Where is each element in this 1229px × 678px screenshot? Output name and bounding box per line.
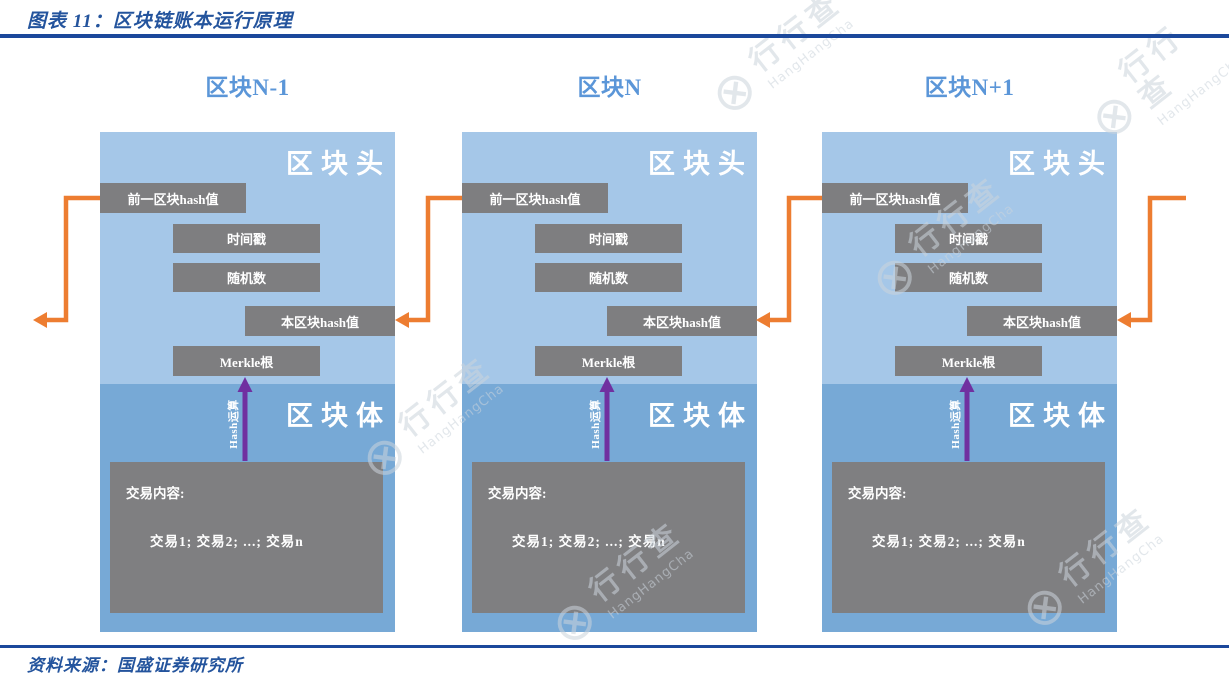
hash-operation-label: Hash运算 — [590, 399, 602, 449]
block-header-area — [462, 132, 757, 384]
nonce-box: 随机数 — [173, 263, 320, 292]
block-header-area — [100, 132, 395, 384]
hash-operation-label: Hash运算 — [950, 399, 962, 449]
chain-arrow-n1-to-n — [770, 195, 822, 323]
block-body-label: 区块体 — [648, 401, 753, 431]
block-body-label: 区块体 — [286, 401, 391, 431]
merkle-root-box: Merkle根 — [173, 346, 320, 376]
arrowhead-icon — [1117, 312, 1131, 328]
arrowhead-left-icon — [33, 312, 47, 328]
watermark-text-en: HangHangCha — [1155, 52, 1229, 130]
block-title-n-plus-1: 区块N+1 — [924, 75, 1015, 100]
prev-hash-box: 前一区块hash值 — [822, 183, 968, 213]
block-n-1: 区块头 前一区块hash值 时间戳 随机数 本区块hash值 Merkle根 区… — [100, 132, 395, 632]
block-n: 区块头 前一区块hash值 时间戳 随机数 本区块hash值 Merkle根 区… — [462, 132, 757, 632]
nonce-box: 随机数 — [535, 263, 682, 292]
arrowhead-icon — [756, 312, 770, 328]
self-hash-box: 本区块hash值 — [607, 306, 757, 336]
block-n-plus-1: 区块头 前一区块hash值 时间戳 随机数 本区块hash值 Merkle根 区… — [822, 132, 1117, 632]
watermark: ⊗ 行行查 HangHangCha — [699, 0, 860, 129]
nonce-box: 随机数 — [895, 263, 1042, 292]
transaction-box: 交易内容: 交易1; 交易2; ...; 交易n — [832, 462, 1105, 613]
figure-title: 图表 11：区块链账本运行原理 — [27, 11, 293, 32]
top-rule — [0, 34, 1229, 38]
transaction-list: 交易1; 交易2; ...; 交易n — [150, 534, 304, 549]
merkle-root-box: Merkle根 — [535, 346, 682, 376]
transaction-list: 交易1; 交易2; ...; 交易n — [512, 534, 666, 549]
transaction-title: 交易内容: — [126, 486, 185, 501]
block-header-label: 区块头 — [286, 149, 391, 179]
chain-arrow-left-out — [47, 195, 100, 323]
block-title-n-1: 区块N-1 — [205, 75, 290, 100]
self-hash-box: 本区块hash值 — [245, 306, 395, 336]
prev-hash-box: 前一区块hash值 — [462, 183, 608, 213]
transaction-box: 交易内容: 交易1; 交易2; ...; 交易n — [472, 462, 745, 613]
transaction-title: 交易内容: — [488, 486, 547, 501]
self-hash-box: 本区块hash值 — [967, 306, 1117, 336]
block-body-label: 区块体 — [1008, 401, 1113, 431]
block-header-label: 区块头 — [648, 149, 753, 179]
block-header-label: 区块头 — [1008, 149, 1113, 179]
bottom-rule — [0, 645, 1229, 648]
transaction-list: 交易1; 交易2; ...; 交易n — [872, 534, 1026, 549]
hash-operation-label: Hash运算 — [228, 399, 240, 449]
source-note: 资料来源：国盛证券研究所 — [27, 656, 243, 675]
prev-hash-box: 前一区块hash值 — [100, 183, 246, 213]
transaction-title: 交易内容: — [848, 486, 907, 501]
merkle-root-box: Merkle根 — [895, 346, 1042, 376]
block-title-n: 区块N — [577, 75, 642, 100]
arrowhead-icon — [395, 312, 409, 328]
transaction-box: 交易内容: 交易1; 交易2; ...; 交易n — [110, 462, 383, 613]
timestamp-box: 时间戳 — [535, 224, 682, 253]
block-header-area — [822, 132, 1117, 384]
chain-arrow-right-in — [1131, 195, 1186, 323]
chain-arrow-n-to-n-1 — [409, 195, 462, 323]
timestamp-box: 时间戳 — [173, 224, 320, 253]
timestamp-box: 时间戳 — [895, 224, 1042, 253]
